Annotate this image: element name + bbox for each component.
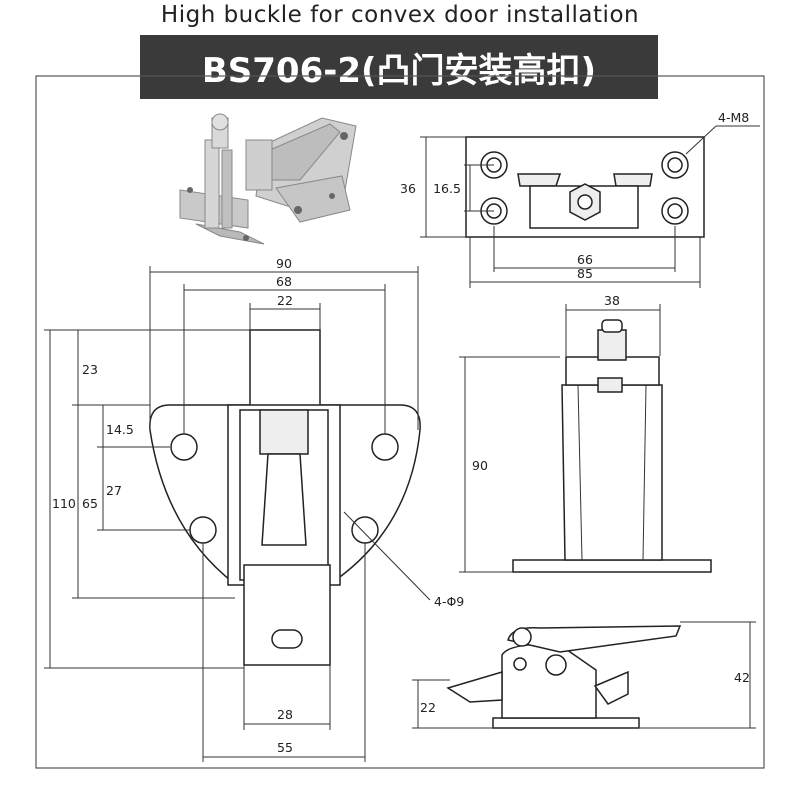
hole-callout-phi9: 4-Φ9 bbox=[434, 594, 464, 609]
dim-post-height: 90 bbox=[472, 458, 488, 473]
dim-tab-width: 28 bbox=[277, 707, 293, 722]
dim-overall-width: 90 bbox=[276, 256, 292, 271]
dim-hole-spacing-w: 68 bbox=[276, 274, 292, 289]
dim-base-height: 22 bbox=[420, 700, 436, 715]
dim-mid-height: 65 bbox=[82, 496, 98, 511]
product-title-banner: BS706-2(凸门安装高扣) bbox=[140, 35, 658, 99]
main-view: 90 68 22 23 14.5 27 65 110 28 55 4-Φ9 bbox=[44, 256, 464, 762]
dim-hole-offset: 14.5 bbox=[106, 422, 134, 437]
dim-hole-vertical: 16.5 bbox=[433, 181, 461, 196]
product-title: BS706-2(凸门安装高扣) bbox=[201, 50, 597, 91]
dim-hole-spacing-h: 27 bbox=[106, 483, 122, 498]
dim-hole-spacing: 66 bbox=[577, 252, 593, 267]
product-photo bbox=[179, 113, 357, 245]
post-view: 38 90 bbox=[459, 293, 712, 573]
dim-overall-length: 85 bbox=[577, 266, 593, 281]
subtitle: High buckle for convex door installation bbox=[160, 2, 640, 28]
hole-callout-m8: 4-M8 bbox=[718, 110, 749, 125]
dim-top-offset: 23 bbox=[82, 362, 98, 377]
dim-top-width: 38 bbox=[604, 293, 620, 308]
top-view: 85 66 36 16.5 4-M8 bbox=[400, 110, 760, 288]
dim-body-width: 22 bbox=[277, 293, 293, 308]
dim-bottom-width: 55 bbox=[277, 740, 293, 755]
dim-total-height: 42 bbox=[734, 670, 750, 685]
side-view: 42 22 bbox=[412, 621, 756, 729]
dim-height: 36 bbox=[400, 181, 416, 196]
dim-overall-height: 110 bbox=[52, 496, 76, 511]
drawing-frame bbox=[35, 75, 765, 769]
